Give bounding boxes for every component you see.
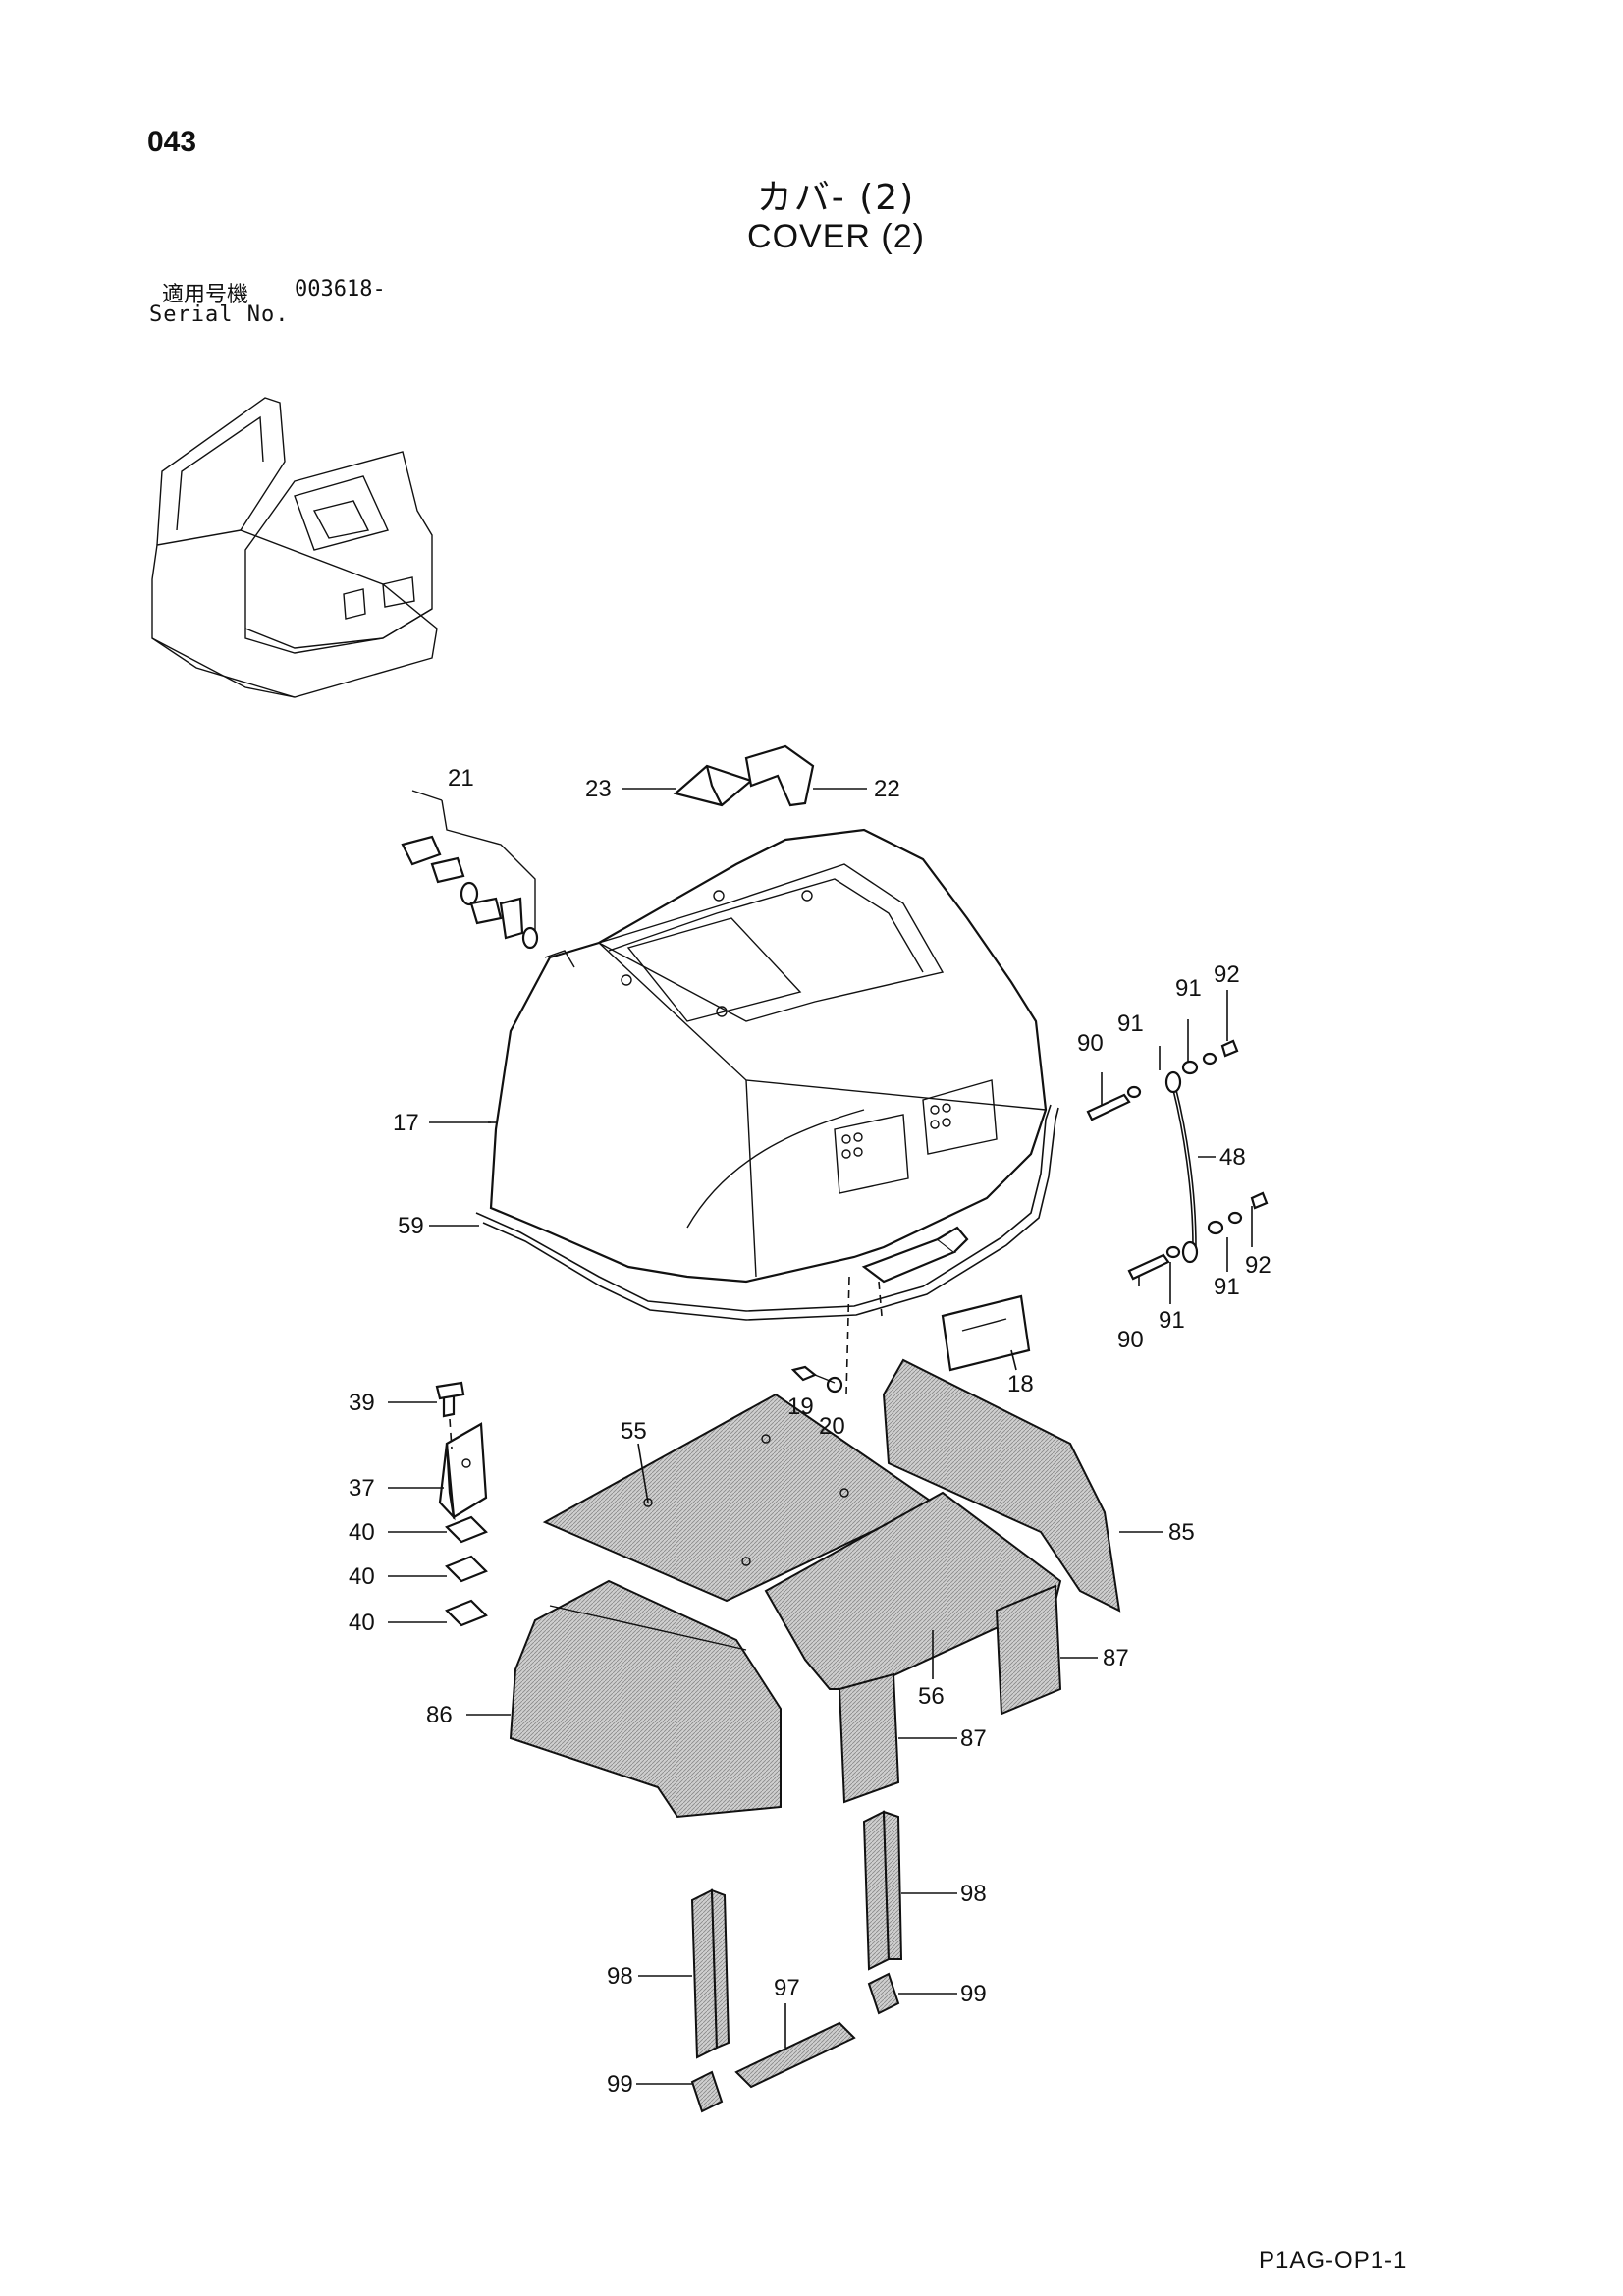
callout-91-top-left: 91 bbox=[1117, 1011, 1144, 1037]
callout-40-c: 40 bbox=[349, 1610, 375, 1636]
callout-85: 85 bbox=[1168, 1519, 1195, 1546]
callout-48: 48 bbox=[1219, 1144, 1246, 1171]
part-37-39-40-bracket-shims bbox=[435, 1381, 488, 1627]
callout-40-b: 40 bbox=[349, 1563, 375, 1590]
callout-90-bottom: 90 bbox=[1117, 1327, 1144, 1353]
callout-21: 21 bbox=[448, 765, 474, 792]
callout-leader-lines bbox=[388, 788, 1253, 2085]
callout-91-bottom-left: 91 bbox=[1159, 1307, 1185, 1334]
callout-92-top: 92 bbox=[1214, 961, 1240, 988]
callout-59: 59 bbox=[398, 1213, 424, 1239]
page-number: 043 bbox=[147, 126, 197, 158]
callout-99-right: 99 bbox=[960, 1981, 987, 2007]
page-title-english: COVER (2) bbox=[747, 218, 925, 255]
callout-91-top-right: 91 bbox=[1175, 975, 1202, 1002]
machine-overview-sketch bbox=[151, 397, 438, 698]
part-48-ground-cable bbox=[1086, 1039, 1269, 1281]
part-86-front-pad bbox=[509, 1579, 782, 1819]
callout-91-bottom-right: 91 bbox=[1214, 1274, 1240, 1300]
serial-label-japanese: 適用号機 bbox=[162, 283, 249, 307]
part-18-hinge-plate bbox=[790, 1226, 1031, 1395]
callout-87-center: 87 bbox=[960, 1725, 987, 1752]
serial-number-value: 003618- bbox=[295, 277, 386, 301]
callout-19: 19 bbox=[787, 1394, 814, 1420]
callout-20: 20 bbox=[819, 1413, 845, 1440]
callout-labels: 21 23 22 92 91 91 90 17 48 59 92 91 91 9… bbox=[349, 765, 1271, 2098]
callout-55: 55 bbox=[621, 1418, 647, 1445]
callout-99-left: 99 bbox=[607, 2071, 633, 2098]
part-17-main-cover bbox=[489, 828, 1048, 1284]
callout-22: 22 bbox=[874, 776, 900, 802]
callout-18: 18 bbox=[1007, 1371, 1034, 1397]
callout-92-bottom: 92 bbox=[1245, 1252, 1271, 1279]
callout-56: 56 bbox=[918, 1683, 945, 1710]
part-59-seal bbox=[475, 1104, 1059, 1321]
callout-98-left: 98 bbox=[607, 1963, 633, 1990]
callout-23: 23 bbox=[585, 776, 612, 802]
callout-86: 86 bbox=[426, 1702, 453, 1728]
page-title-japanese: カバ- (2) bbox=[756, 178, 916, 218]
part-97-98-99-strips bbox=[690, 1810, 903, 2113]
part-56-center-pad bbox=[764, 1491, 1062, 1690]
callout-98-right: 98 bbox=[960, 1881, 987, 1907]
callout-97: 97 bbox=[774, 1975, 800, 2001]
part-87-filler-pads bbox=[838, 1584, 1062, 1804]
part-22-23-brackets bbox=[673, 744, 815, 807]
callout-87-right: 87 bbox=[1103, 1645, 1129, 1671]
part-85-side-pad bbox=[882, 1358, 1121, 1613]
serial-label-english: Serial No. bbox=[149, 302, 290, 327]
callout-39: 39 bbox=[349, 1390, 375, 1416]
callout-37: 37 bbox=[349, 1475, 375, 1502]
part-21-fastener-set bbox=[401, 790, 539, 950]
callout-17: 17 bbox=[393, 1110, 419, 1136]
callout-90-top: 90 bbox=[1077, 1030, 1104, 1057]
drawing-code: P1AG-OP1-1 bbox=[1259, 2247, 1408, 2273]
callout-40-a: 40 bbox=[349, 1519, 375, 1546]
